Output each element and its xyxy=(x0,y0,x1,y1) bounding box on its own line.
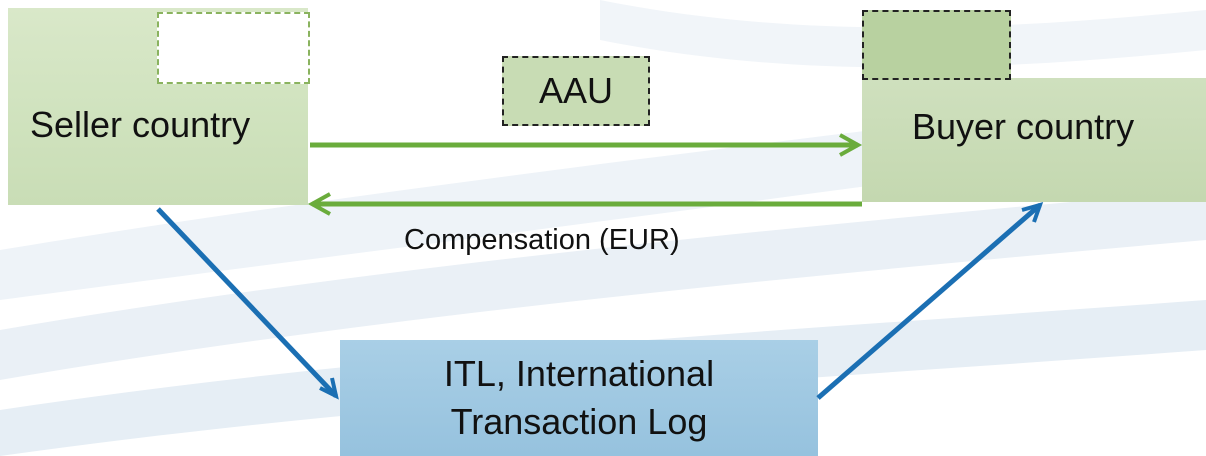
buyer-country-node: Buyer country xyxy=(862,78,1206,202)
aau-node: AAU xyxy=(502,56,650,126)
buyer-aau-slot xyxy=(862,10,1011,80)
itl-label-line1: ITL, International xyxy=(443,353,715,394)
seller-empty-slot xyxy=(157,12,310,84)
aau-transfer-arrow xyxy=(310,133,863,157)
itl-label-line2: Transaction Log xyxy=(450,401,708,442)
itl-to-buyer-arrow xyxy=(816,202,1044,400)
compensation-arrow xyxy=(307,192,862,216)
itl-node: ITL, International Transaction Log xyxy=(340,340,818,456)
compensation-label: Compensation (EUR) xyxy=(404,224,680,256)
seller-country-label: Seller country xyxy=(30,104,251,145)
aau-label: AAU xyxy=(538,70,614,111)
buyer-country-label: Buyer country xyxy=(912,106,1135,147)
seller-to-itl-arrow xyxy=(156,207,339,400)
